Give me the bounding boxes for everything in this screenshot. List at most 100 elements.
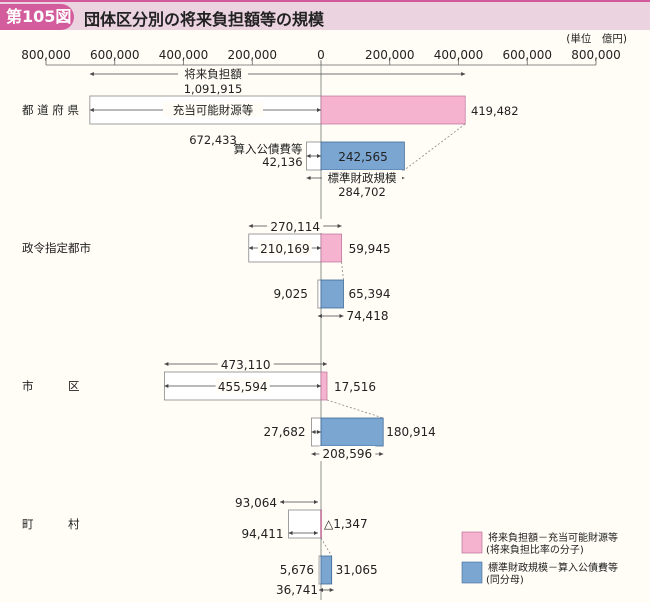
- deduction-value: 9,025: [274, 287, 308, 301]
- x-tick-label: 200,000: [227, 48, 277, 62]
- unit-label: (単位 億円): [566, 32, 627, 45]
- numerator-bar: [320, 95, 466, 125]
- future-burden-label: 将来負担額: [184, 67, 242, 81]
- numerator-value: 17,516: [334, 380, 376, 394]
- future-burden-arrow-head-right: [337, 224, 342, 228]
- future-burden-arrow-head-left: [248, 224, 253, 228]
- deduction-value: 42,136: [262, 155, 302, 169]
- label-bg: [215, 378, 270, 393]
- chart-title: 団体区分別の将来負担額等の規模: [84, 10, 325, 29]
- legend-swatch: [461, 561, 483, 584]
- standard-scale-arrow-head-left: [317, 314, 322, 318]
- x-tick-label: 0: [317, 48, 325, 62]
- offset-label: 充当可能財源等: [173, 103, 254, 117]
- legend-label-sub: (将来負担比率の分子): [486, 543, 584, 556]
- offset-arrow-head-left: [248, 246, 253, 250]
- future-burden-arrow-head-left: [280, 500, 285, 504]
- group-label: 都 道 府 県: [22, 103, 79, 117]
- x-tick-label: 800,000: [571, 48, 621, 62]
- x-tick-label: 400,000: [434, 48, 484, 62]
- group-label: 市 区: [22, 379, 80, 393]
- deduction-bar: [317, 279, 322, 309]
- deduction-arrow-head-left: [311, 430, 316, 434]
- future-burden-value: 473,110: [221, 358, 271, 372]
- x-tick-label: 600,000: [90, 48, 140, 62]
- connector-dotted-line: [320, 537, 333, 557]
- standard-scale-arrow-head-left: [319, 588, 323, 592]
- deduction-value: 5,676: [280, 563, 314, 577]
- x-tick-label: 200,000: [365, 48, 415, 62]
- offset-arrow-head-right: [317, 384, 321, 388]
- standard-scale-value: 36,741: [276, 583, 318, 597]
- future-burden-arrow-head-left: [89, 72, 94, 76]
- numerator-value: △1,347: [324, 517, 368, 531]
- numerator-bar: [320, 509, 323, 539]
- offset-value: 455,594: [218, 380, 268, 394]
- offset-value: 210,169: [260, 242, 310, 256]
- label-bg: [257, 240, 312, 255]
- connector-dotted-line: [404, 123, 466, 171]
- deduction-arrow-head-right: [317, 430, 321, 434]
- offset-arrow-head-right: [317, 108, 321, 112]
- legend-label-sub: (同分母): [486, 574, 524, 586]
- deduction-arrow-head-right: [317, 154, 321, 158]
- x-tick-label: 600,000: [502, 48, 552, 62]
- connector-dotted-line: [341, 261, 344, 281]
- standard-scale-value: 74,418: [346, 309, 388, 323]
- future-burden-value: 270,114: [270, 220, 320, 234]
- denominator-value: 242,565: [338, 150, 388, 164]
- numerator-bar: [320, 233, 342, 263]
- denominator-bar: [320, 555, 333, 585]
- deduction-value: 27,682: [263, 425, 305, 439]
- denominator-value: 31,065: [336, 563, 378, 577]
- label-bg: [322, 170, 402, 184]
- standard-scale-arrow-head-right: [329, 588, 334, 592]
- denominator-value: 180,914: [386, 425, 436, 439]
- numerator-value: 419,482: [471, 104, 519, 118]
- group-label: 町 村: [22, 517, 80, 531]
- future-burden-value: 93,064: [235, 496, 277, 510]
- denominator-bar: [320, 141, 405, 171]
- deduction-arrow-head-left: [306, 154, 311, 158]
- figure-number: 第105図: [0, 4, 74, 30]
- standard-scale-arrow-head-left: [311, 452, 316, 456]
- denominator-bar: [320, 279, 344, 309]
- numerator-bar: [320, 371, 328, 401]
- x-tick-label: 400,000: [159, 48, 209, 62]
- denominator-bar: [320, 417, 384, 447]
- legend-swatch: [461, 531, 483, 554]
- deduction-label: 算入公債費等: [234, 142, 303, 156]
- offset-arrow-head-right: [314, 531, 318, 535]
- connector-dotted-line: [326, 399, 384, 419]
- label-bg: [178, 66, 248, 80]
- legend-label: 将来負担額－充当可能財源等: [488, 531, 618, 544]
- x-tick-label: 800,000: [21, 48, 71, 62]
- numerator-value: 59,945: [349, 242, 391, 256]
- offset-arrow-head-left: [288, 531, 293, 535]
- offset-value: 672,433: [189, 133, 237, 147]
- standard-scale-label: 標準財政規模: [328, 171, 397, 185]
- header-bar: 第105図 団体区分別の将来負担額等の規模: [0, 0, 650, 30]
- offset-arrow-head-left: [89, 108, 94, 112]
- future-burden-arrow-head-right: [314, 500, 318, 504]
- legend-label: 標準財政規模－算入公債費等: [488, 561, 618, 574]
- label-bg: [319, 446, 376, 461]
- offset-arrow-head-right: [317, 246, 321, 250]
- offset-arrow-head-left: [164, 384, 169, 388]
- future-burden-arrow-head-left: [164, 362, 169, 366]
- label-bg: [163, 102, 263, 117]
- standard-scale-arrow-head-right: [379, 452, 384, 456]
- offset-value: 94,411: [242, 527, 284, 541]
- label-bg: [267, 219, 324, 233]
- future-burden-value: 1,091,915: [184, 82, 243, 96]
- group-label: 政令指定都市: [22, 241, 91, 255]
- denominator-value: 65,394: [348, 287, 390, 301]
- label-bg: [217, 357, 274, 371]
- standard-scale-arrow-head-right: [339, 314, 344, 318]
- future-burden-arrow-head-right: [323, 362, 328, 366]
- standard-scale-arrow-head-left: [306, 176, 311, 180]
- future-burden-arrow-head-right: [461, 72, 466, 76]
- standard-scale-value: 208,596: [323, 447, 373, 461]
